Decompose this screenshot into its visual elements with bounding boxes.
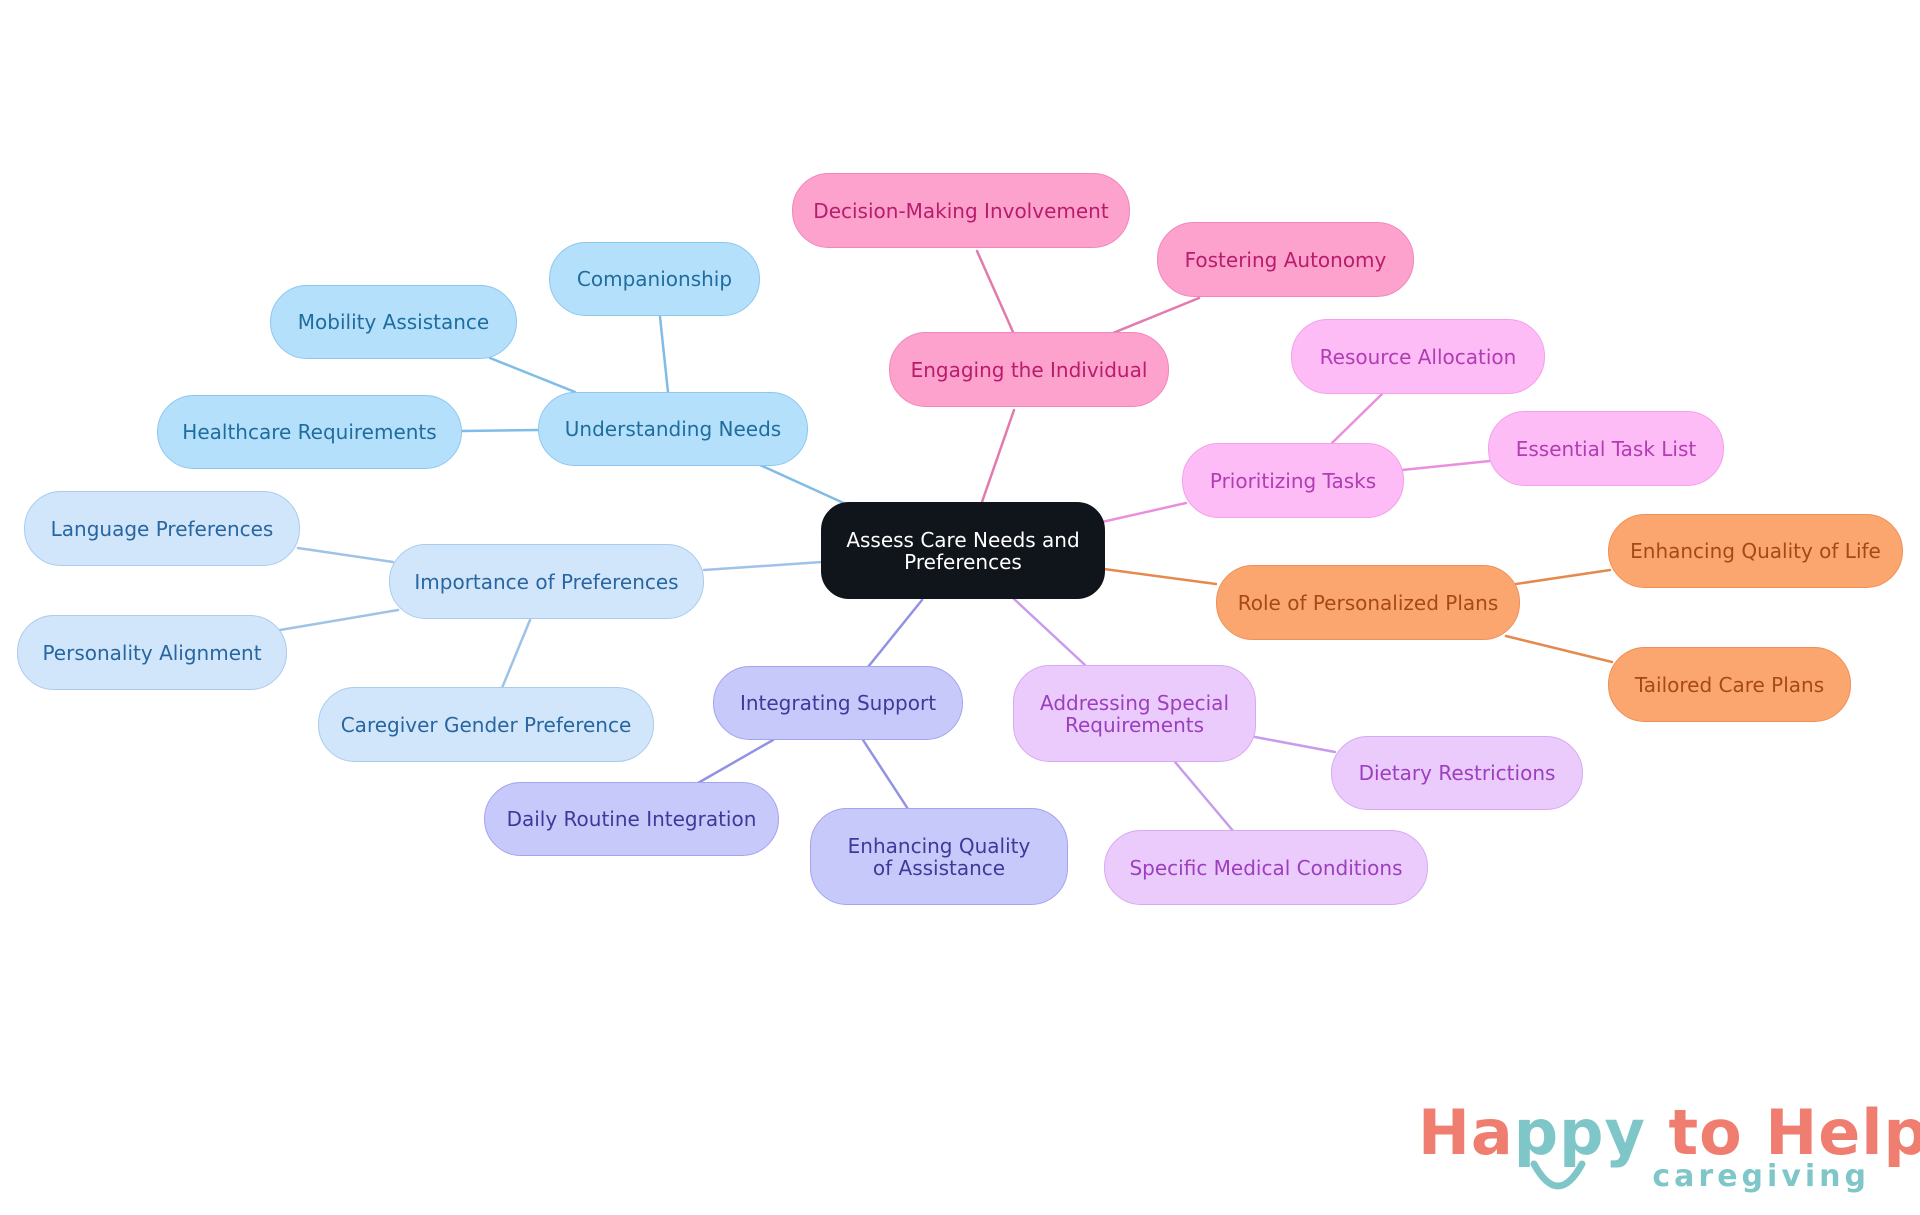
edge-understanding-mobility [488,356,577,394]
branch-engaging-the-individual: Engaging the Individual [889,332,1169,407]
edge-personalized-tailored [1504,634,1614,664]
leaf-enhancing-quality-of-assistance: Enhancing Quality of Assistance [810,808,1068,905]
root-node: Assess Care Needs and Preferences [821,502,1105,599]
leaf-dietary-restrictions: Dietary Restrictions [1331,736,1583,810]
branch-prioritizing-tasks: Prioritizing Tasks [1182,443,1404,518]
logo-title-part-to-help: to Help [1645,1096,1920,1169]
edge-root-understanding [758,463,850,507]
edge-understanding-companionship [658,315,670,394]
branch-addressing-special-requirements: Addressing Special Requirements [1013,665,1256,762]
edge-root-engaging [980,408,1016,504]
leaf-mobility-assistance: Mobility Assistance [270,285,517,359]
edge-personalized-quality [1514,568,1612,586]
edge-integrating-daily [696,738,775,785]
edge-preferences-language [296,546,395,564]
leaf-healthcare-requirements: Healthcare Requirements [157,395,462,469]
logo-title-part-ha: Ha [1418,1096,1514,1169]
edge-prioritizing-resource [1330,392,1384,445]
edge-preferences-gender [500,618,532,690]
edge-special-medical [1173,760,1236,834]
edge-prioritizing-essential [1400,459,1492,472]
branch-understanding-needs: Understanding Needs [538,392,808,466]
branch-integrating-support: Integrating Support [713,666,963,740]
logo-subtitle: caregiving [1652,1159,1870,1194]
branch-importance-of-preferences: Importance of Preferences [389,544,704,619]
leaf-essential-task-list: Essential Task List [1488,411,1724,486]
logo-title: Happy to Help [1418,1098,1920,1168]
smile-icon [1530,1160,1586,1190]
leaf-specific-medical-conditions: Specific Medical Conditions [1104,830,1428,905]
edge-engaging-decision [975,249,1015,334]
branch-role-of-personalized-plans: Role of Personalized Plans [1216,565,1520,640]
leaf-personality-alignment: Personality Alignment [17,615,287,690]
leaf-language-preferences: Language Preferences [24,491,300,566]
leaf-decision-making-involvement: Decision-Making Involvement [792,173,1130,248]
leaf-tailored-care-plans: Tailored Care Plans [1608,647,1851,722]
leaf-fostering-autonomy: Fostering Autonomy [1157,222,1414,297]
edge-root-prioritizing [1100,501,1188,524]
edge-root-preferences [702,560,824,572]
edge-engaging-autonomy [1111,296,1201,335]
logo-title-part-ppy: ppy [1513,1096,1646,1169]
edge-root-integrating [866,598,924,669]
leaf-resource-allocation: Resource Allocation [1291,319,1545,394]
edge-integrating-enhancing [861,738,910,811]
edge-preferences-personality [278,608,400,632]
edge-root-special [1011,596,1087,667]
leaf-daily-routine-integration: Daily Routine Integration [484,782,779,856]
edge-special-dietary [1253,735,1337,754]
leaf-caregiver-gender-preference: Caregiver Gender Preference [318,687,654,762]
leaf-companionship: Companionship [549,242,760,316]
leaf-enhancing-quality-of-life: Enhancing Quality of Life [1608,514,1903,588]
edge-understanding-healthcare [460,428,540,433]
happy-to-help-logo: Happy to Help caregiving [1418,1098,1920,1198]
edge-root-personalized [1102,567,1218,586]
